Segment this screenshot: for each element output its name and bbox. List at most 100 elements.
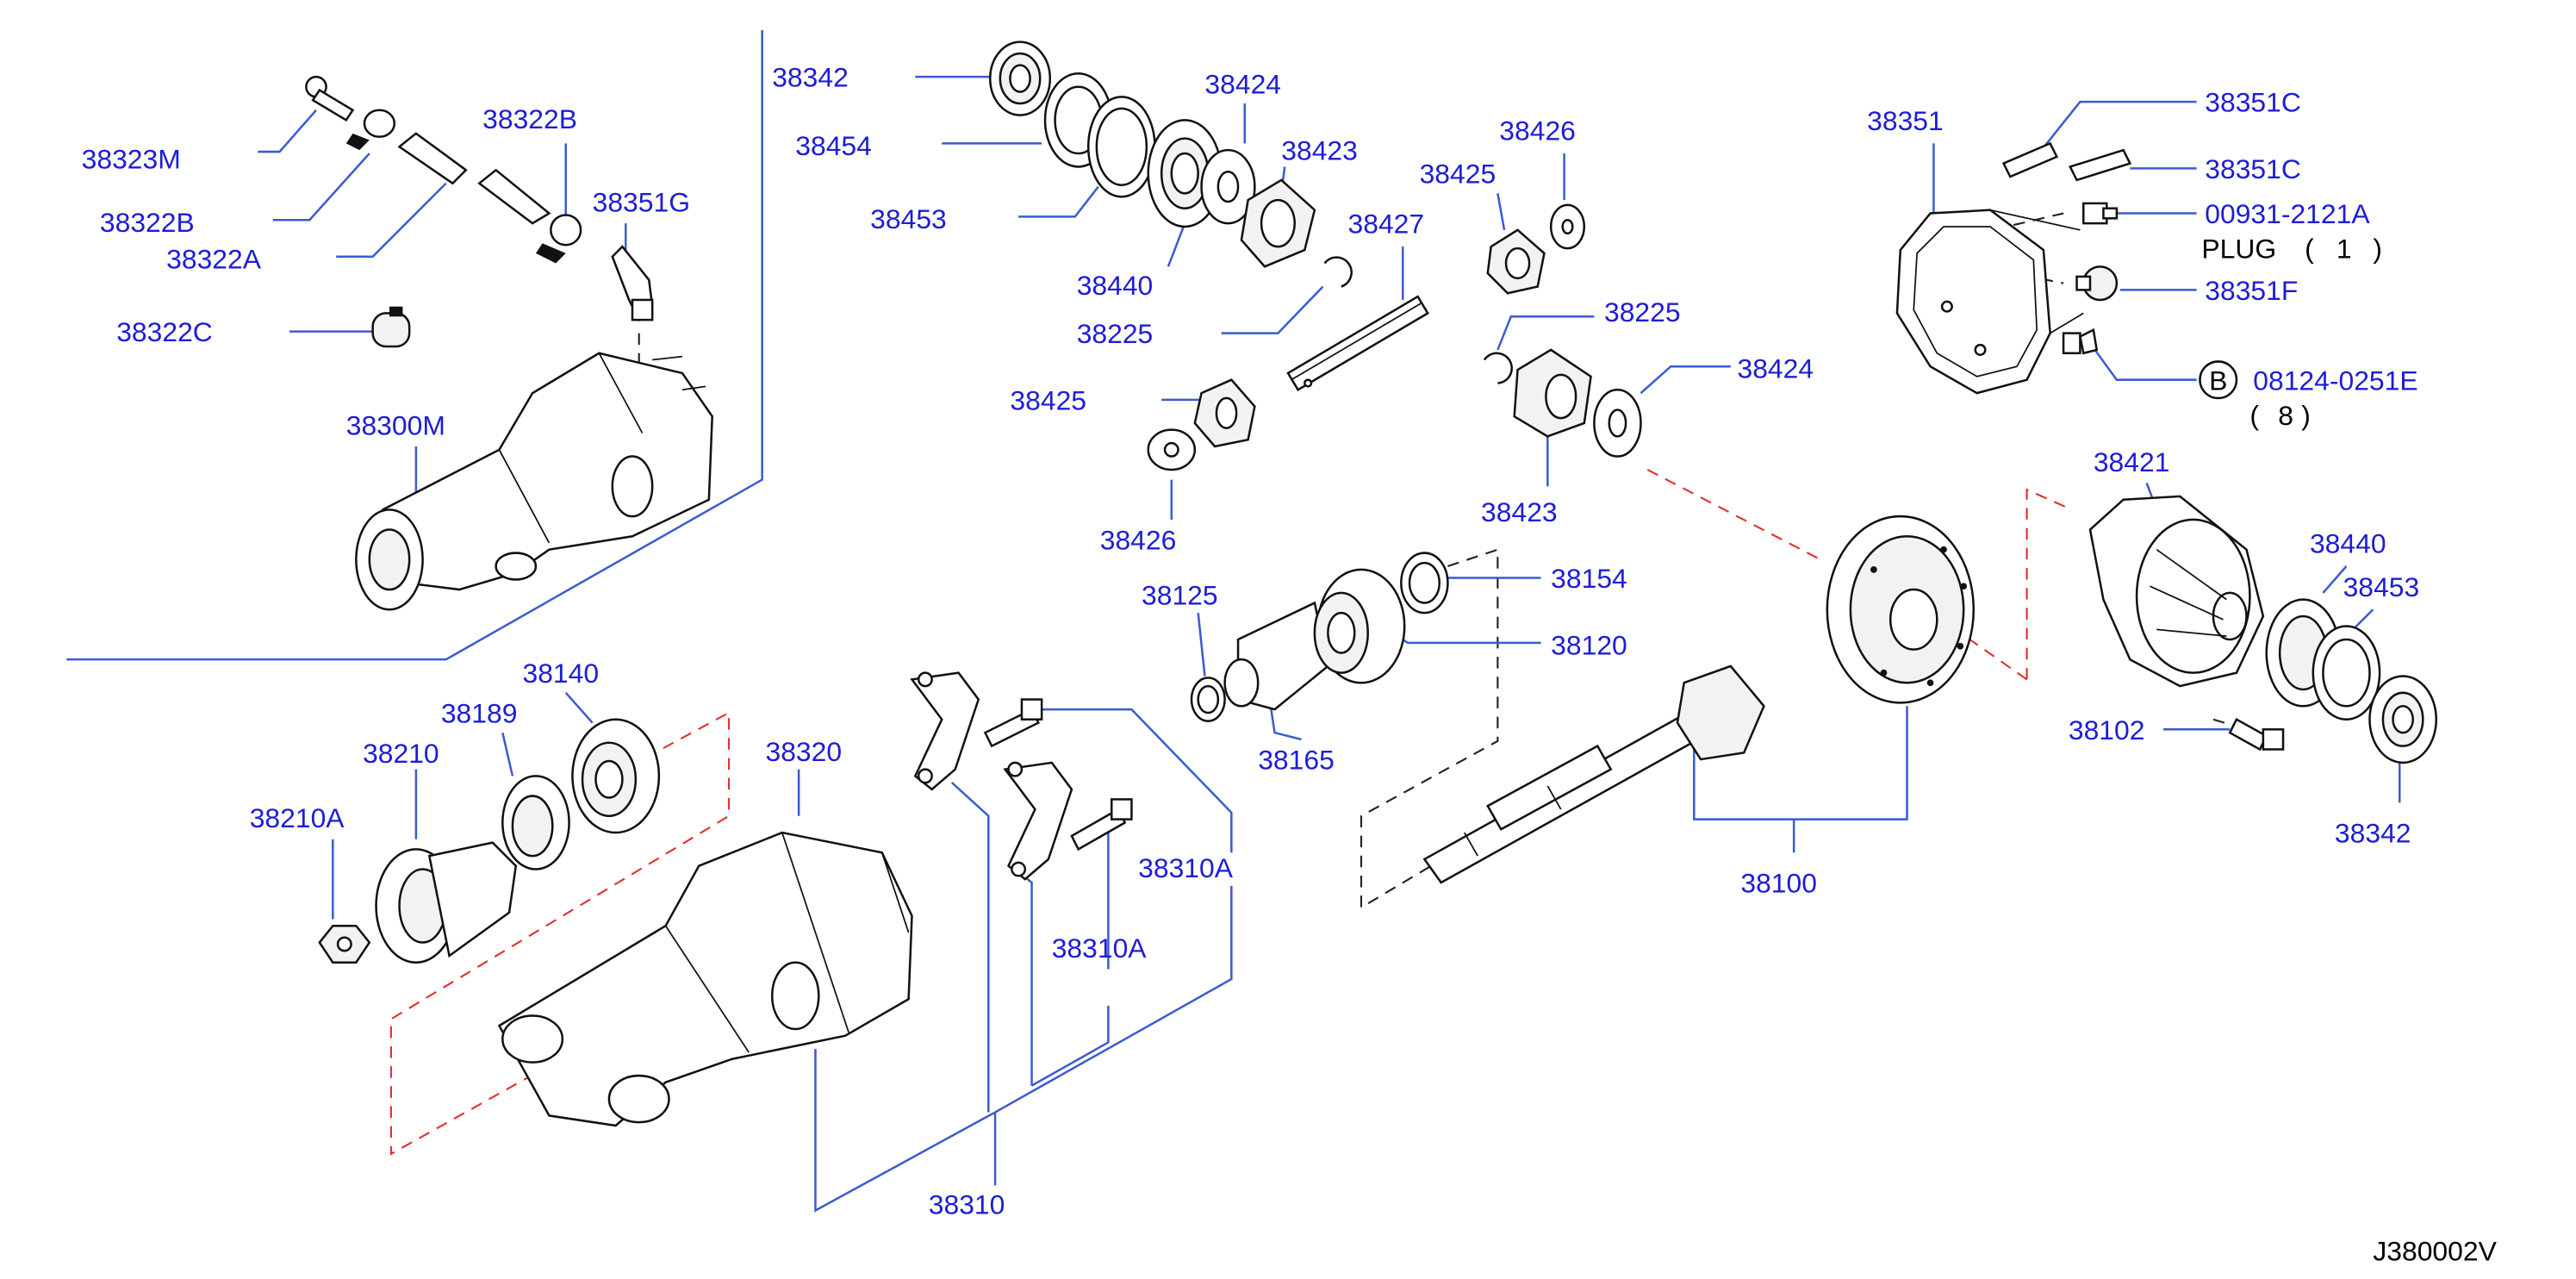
label-38210A: 38210A — [250, 802, 345, 833]
part-washer-38426-top — [1549, 203, 1586, 250]
label-38426-left: 38426 — [1100, 525, 1177, 556]
label-38351: 38351 — [1867, 105, 1944, 136]
label-38351C-2: 38351C — [2205, 153, 2301, 184]
part-stud-38351C-2 — [2069, 148, 2132, 182]
part-drive-pinion-38100 — [1422, 664, 1765, 884]
label-38102: 38102 — [2069, 714, 2145, 746]
bolt-note-open: ( — [2249, 400, 2259, 431]
part-hose-38322A — [397, 132, 551, 225]
part-washer-38424-top — [1200, 148, 1256, 225]
part-washer-38426-left — [1147, 428, 1197, 471]
part-bracket-38310-upper — [910, 671, 980, 791]
part-snap-ring-38225-mid — [1483, 352, 1513, 384]
part-stud-38351C-1 — [2001, 141, 2059, 178]
label-38310: 38310 — [929, 1189, 1005, 1220]
label-38440-top: 38440 — [1077, 270, 1154, 301]
part-side-gear-38423-top — [1240, 178, 1316, 268]
part-seal-38189 — [501, 775, 570, 870]
part-plug-00931-2121A — [2082, 202, 2119, 225]
label-38342-right: 38342 — [2335, 818, 2411, 849]
bolt-note-qty: 8 — [2278, 400, 2293, 431]
label-38210: 38210 — [363, 738, 439, 769]
plug-note-qty: 1 — [2336, 234, 2352, 265]
label-38300M: 38300M — [346, 409, 445, 440]
label-38154: 38154 — [1551, 563, 1627, 594]
part-pinion-gear-38425-left — [1193, 378, 1256, 448]
label-38310A-1: 38310A — [1138, 852, 1234, 883]
part-plug-38351F — [2075, 265, 2119, 302]
part-bolt-38310A-1 — [983, 698, 1043, 748]
label-38453-top: 38453 — [870, 203, 947, 234]
label-38189: 38189 — [441, 698, 518, 729]
leader-lines — [258, 75, 2401, 1213]
label-08124-0251E: 08124-0251E — [2253, 365, 2417, 396]
part-final-drive-assembly-38300M — [355, 352, 713, 611]
label-38423-top: 38423 — [1281, 135, 1358, 166]
label-38454: 38454 — [795, 130, 872, 161]
label-38351G: 38351G — [593, 187, 690, 218]
part-bolt-38310A-2 — [1070, 798, 1133, 852]
label-38424-top: 38424 — [1204, 68, 1281, 99]
label-38342-top: 38342 — [772, 62, 849, 93]
label-38225-top: 38225 — [1077, 318, 1154, 349]
part-snap-ring-38225-top — [1323, 256, 1353, 288]
part-spacer-38165 — [1223, 601, 1329, 711]
label-38322C: 38322C — [116, 316, 213, 347]
assembly-dashed-line-pinion — [1360, 548, 1499, 909]
assembly-dashed-line-ring-gear — [1646, 469, 1821, 561]
part-side-gear-38423-right — [1513, 348, 1592, 438]
part-washer-38424-right — [1593, 389, 1642, 458]
label-38322B-left: 38322B — [100, 207, 195, 238]
part-shim-38453-right — [2312, 625, 2381, 721]
label-38140: 38140 — [522, 658, 599, 689]
label-38322B-top: 38322B — [482, 103, 577, 134]
part-race-38154 — [1400, 552, 1449, 615]
part-bolt-38102 — [2228, 717, 2285, 752]
label-38440-right: 38440 — [2310, 528, 2386, 559]
section-divider-line — [66, 30, 763, 661]
label-38453-right: 38453 — [2343, 571, 2420, 602]
label-00931-2121A: 00931-2121A — [2205, 198, 2370, 229]
label-38225-mid: 38225 — [1604, 296, 1681, 328]
assembly-dashed-line-case2 — [1959, 632, 2028, 681]
label-38100: 38100 — [1740, 868, 1817, 899]
label-38322A: 38322A — [166, 243, 262, 274]
label-38425-left: 38425 — [1010, 384, 1086, 415]
part-pinion-shaft-38427 — [1286, 295, 1429, 391]
label-38165: 38165 — [1258, 745, 1335, 776]
bolt-badge-letter: B — [2209, 365, 2227, 396]
part-bolt-38323M — [305, 75, 355, 122]
part-clamp-38322C — [371, 306, 411, 348]
part-pinion-gear-38425-top — [1486, 228, 1546, 295]
part-companion-flange-38210 — [375, 841, 518, 964]
part-bracket-38310-lower — [1003, 761, 1073, 881]
part-bearing-38342-top — [989, 41, 1052, 116]
plug-note-open: ( — [2305, 234, 2314, 265]
label-38320: 38320 — [766, 736, 843, 767]
label-38125: 38125 — [1142, 579, 1218, 610]
label-38351F: 38351F — [2205, 275, 2298, 306]
part-number-labels: 38342 38454 38453 38424 38423 38440 3822… — [82, 62, 2498, 1267]
part-ring-gear-38100 — [1826, 515, 1976, 704]
part-clip-38322B-left — [345, 109, 396, 151]
plug-note-word: PLUG — [2201, 234, 2276, 265]
part-bearing-38120 — [1313, 568, 1406, 684]
part-nut-38210A — [318, 924, 371, 964]
part-snap-ring-38125 — [1190, 677, 1226, 722]
label-38426-top: 38426 — [1499, 115, 1576, 147]
part-diff-case-38421 — [2088, 495, 2265, 688]
part-bearing-38140 — [571, 718, 661, 834]
part-carrier-housing-38320 — [497, 831, 913, 1127]
label-38424-right: 38424 — [1738, 353, 1814, 384]
label-38427: 38427 — [1348, 209, 1425, 240]
bolt-badge-circle — [2199, 360, 2238, 400]
label-38421: 38421 — [2094, 446, 2170, 477]
part-shim-38453 — [1086, 96, 1156, 198]
label-38323M: 38323M — [82, 143, 181, 174]
part-diff-cover-38351 — [1895, 209, 2084, 395]
label-38425-top: 38425 — [1420, 159, 1496, 190]
label-38423-right: 38423 — [1481, 496, 1558, 527]
assembly-dashed-line-case — [2025, 488, 2073, 680]
bolt-note-close: ) — [2301, 400, 2311, 431]
